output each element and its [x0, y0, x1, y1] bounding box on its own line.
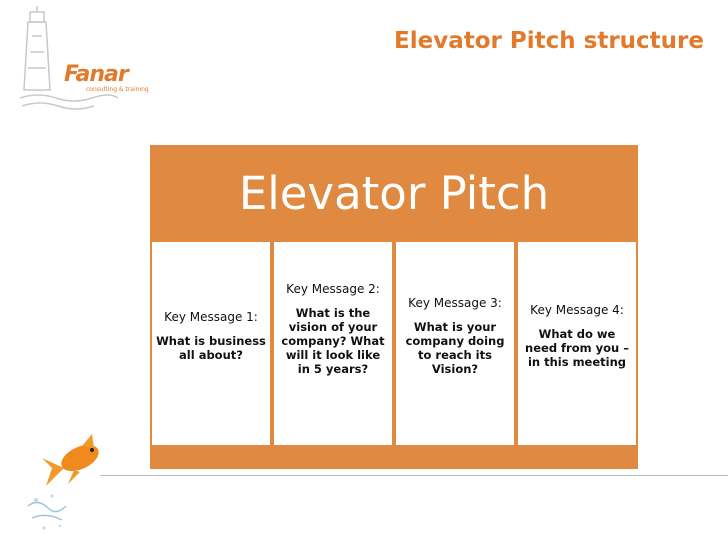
key-message-title: Key Message 3: — [408, 295, 502, 310]
key-message-body: What do we need from you – in this meeti… — [525, 326, 629, 369]
key-message-box-4: Key Message 4: What do we need from you … — [518, 242, 636, 445]
key-message-title: Key Message 1: — [164, 309, 258, 324]
slide-title: Elevator Pitch structure — [394, 28, 704, 54]
key-message-title: Key Message 2: — [286, 281, 380, 296]
diagram-heading: Elevator Pitch — [238, 167, 550, 220]
lighthouse-icon — [19, 6, 119, 110]
key-message-row: Key Message 1: What is business all abou… — [152, 242, 636, 445]
key-message-title: Key Message 4: — [530, 302, 624, 317]
logo-wordmark: Fanar — [64, 62, 129, 87]
key-message-body: What is business all about? — [156, 333, 266, 362]
key-message-body: What is your company doing to reach its … — [405, 319, 505, 376]
elevator-pitch-diagram: Elevator Pitch Key Message 1: What is bu… — [150, 145, 638, 469]
key-message-box-3: Key Message 3: What is your company doin… — [396, 242, 514, 445]
divider-line — [100, 475, 728, 476]
logo-subtext: consulting & training — [86, 86, 149, 93]
key-message-box-1: Key Message 1: What is business all abou… — [152, 242, 270, 445]
fanar-logo: Fanar consulting & training — [18, 6, 149, 110]
key-message-body: What is the vision of your company? What… — [281, 305, 385, 376]
key-message-box-2: Key Message 2: What is the vision of you… — [274, 242, 392, 445]
goldfish-icon — [27, 434, 99, 530]
